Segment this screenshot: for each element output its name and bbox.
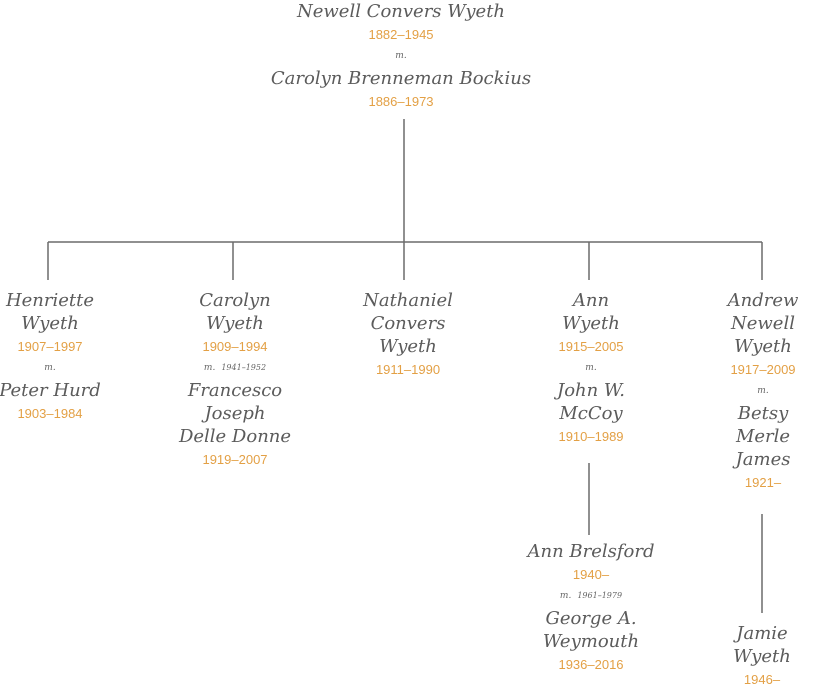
person-years: 1917–2009: [730, 362, 796, 377]
marriage-mark-root: m.: [395, 51, 407, 61]
spouse-years: 1903–1984: [17, 406, 83, 421]
spouse-years: 1919–2007: [202, 452, 268, 467]
spouse-name: Francesco Joseph Delle Donne: [178, 380, 292, 447]
grandchild-jamie-wyeth: Jamie Wyeth 1946–: [733, 622, 791, 688]
child-carolyn: Carolyn Wyeth 1909–1994 m.1941–1952 Fran…: [179, 289, 291, 468]
person-name: Nathaniel Convers Wyeth: [363, 290, 453, 357]
spouse-name: John W. McCoy: [556, 380, 626, 424]
marriage-mark: m.1941–1952: [203, 363, 267, 373]
spouse-years-root: 1886–1973: [368, 94, 434, 109]
person-years-root: 1882–1945: [368, 27, 434, 42]
person-name: Jamie Wyeth: [733, 623, 791, 667]
spouse-years: 1936–2016: [558, 657, 624, 672]
marriage-span: 1961–1979: [577, 591, 623, 600]
person-years: 1911–1990: [375, 362, 441, 377]
child-henriette: Henriette Wyeth 1907–1997 m. Peter Hurd …: [0, 289, 101, 422]
spouse-years: 1910–1989: [558, 429, 624, 444]
person-name: Andrew Newell Wyeth: [727, 290, 799, 357]
root-couple: Newell Convers Wyeth 1882–1945 m. Caroly…: [271, 0, 531, 110]
person-years: 1940–: [572, 567, 610, 582]
person-years: 1909–1994: [202, 339, 268, 354]
person-name: Henriette Wyeth: [5, 290, 95, 334]
child-nathaniel: Nathaniel Convers Wyeth 1911–1990: [363, 289, 453, 378]
person-years: 1915–2005: [558, 339, 624, 354]
grandchild-ann-brelsford: Ann Brelsford 1940– m.1961–1979 George A…: [527, 540, 654, 673]
marriage-mark: m.1961–1979: [559, 591, 623, 601]
spouse-name: Peter Hurd: [0, 380, 101, 401]
person-name: Carolyn Wyeth: [199, 290, 271, 334]
person-name: Ann Wyeth: [562, 290, 620, 334]
child-ann: Ann Wyeth 1915–2005 m. John W. McCoy 191…: [557, 289, 625, 445]
spouse-name: George A. Weymouth: [542, 608, 640, 652]
person-years: 1907–1997: [17, 339, 83, 354]
person-years: 1946–: [743, 672, 781, 687]
child-andrew: Andrew Newell Wyeth 1917–2009 m. Betsy M…: [728, 289, 799, 491]
marriage-mark: m.: [757, 386, 769, 396]
spouse-name-root: Carolyn Brenneman Bockius: [270, 68, 532, 89]
person-name-root: Newell Convers Wyeth: [296, 1, 506, 22]
spouse-name: Betsy Merle James: [735, 403, 791, 470]
spouse-years: 1921–: [744, 475, 782, 490]
person-name: Ann Brelsford: [527, 541, 655, 562]
marriage-span: 1941–1952: [221, 363, 267, 372]
marriage-mark: m.: [44, 363, 56, 373]
marriage-mark: m.: [585, 363, 597, 373]
